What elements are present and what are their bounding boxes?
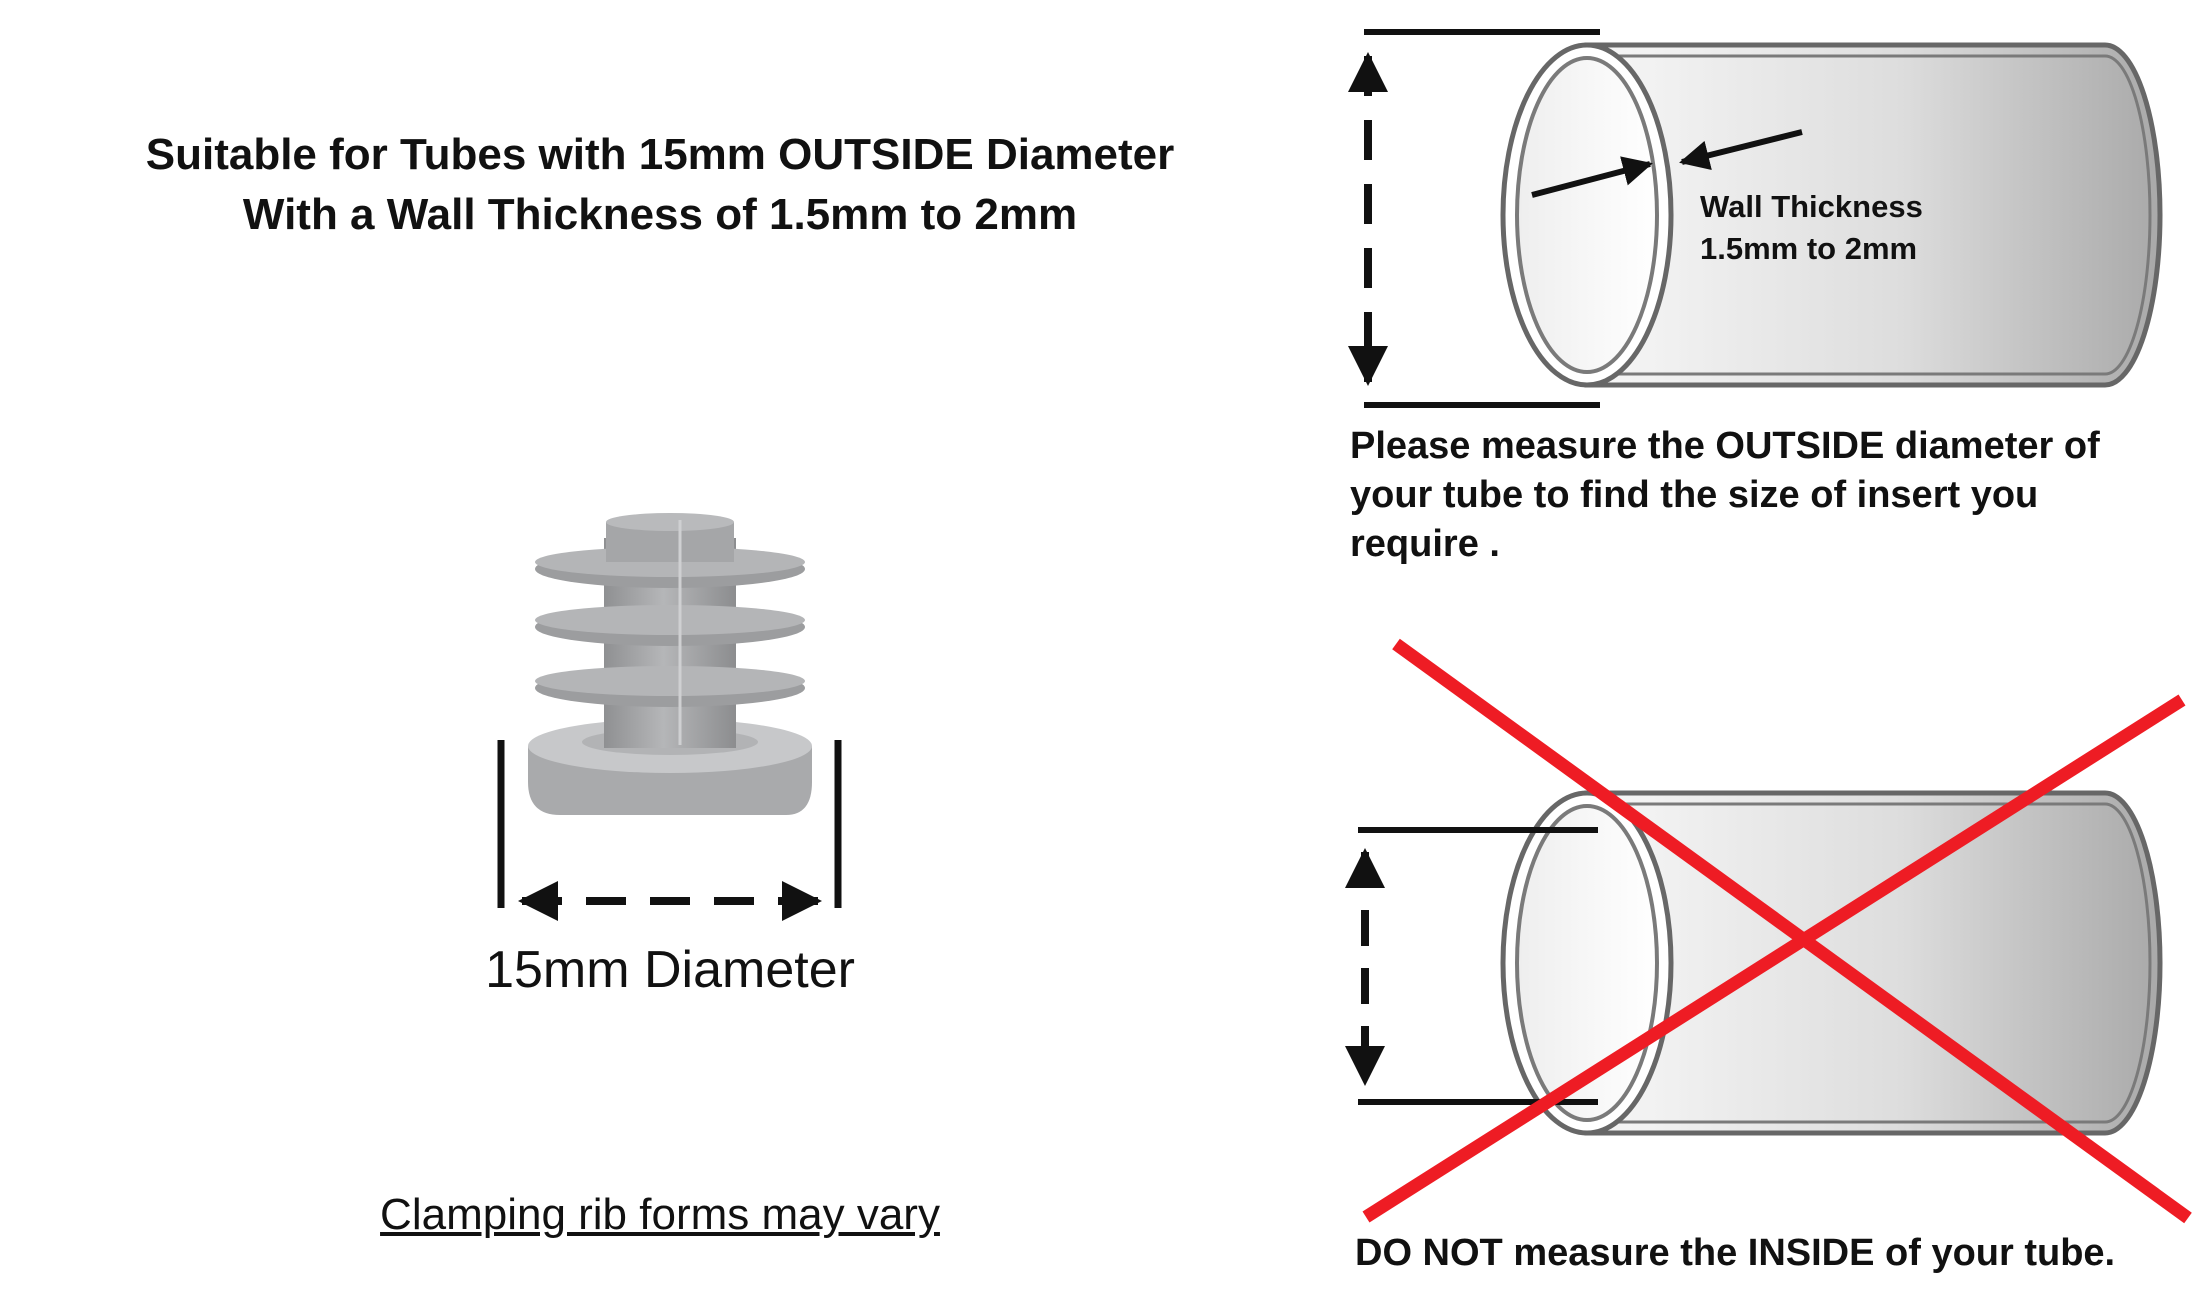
tube-insert-illustration [528, 513, 812, 815]
red-cross-icon [1362, 638, 2192, 1224]
tube-outside-diameter-diagram [1348, 29, 2163, 408]
diameter-label: 15mm Diameter [485, 941, 855, 999]
clamping-rib-note: Clamping rib forms may vary [380, 1190, 940, 1239]
title-line-1: Suitable for Tubes with 15mm OUTSIDE Dia… [145, 130, 1175, 179]
page-title: Suitable for Tubes with 15mm OUTSIDE Dia… [30, 125, 1290, 245]
title-line-2: With a Wall Thickness of 1.5mm to 2mm [242, 190, 1078, 239]
wall-thickness-label: Wall Thickness 1.5mm to 2mm [1700, 186, 1923, 270]
measure-outside-instruction: Please measure the OUTSIDE diameter of y… [1350, 425, 2100, 565]
tube-inside-diameter-diagram [1345, 790, 2163, 1136]
insert-diameter-dimension [497, 740, 842, 921]
wall-thickness-line-1: Wall Thickness [1700, 189, 1923, 224]
wall-thickness-line-2: 1.5mm to 2mm [1700, 231, 1918, 266]
do-not-measure-inside-warning: DO NOT measure the INSIDE of your tube. [1355, 1232, 2116, 1274]
